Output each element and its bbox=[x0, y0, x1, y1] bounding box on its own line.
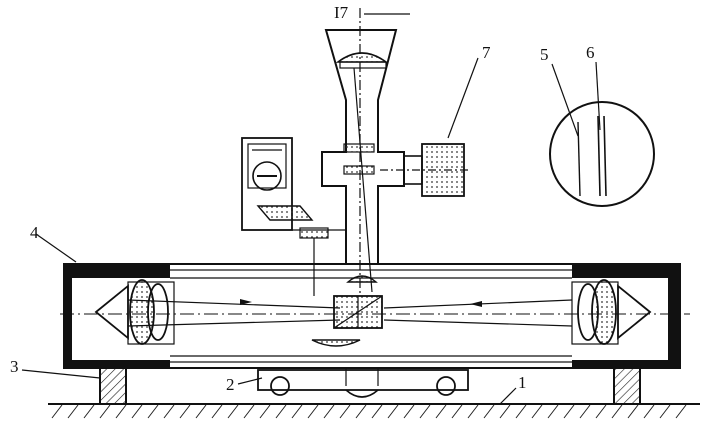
ground-base bbox=[48, 403, 700, 419]
label-top: I7 bbox=[334, 3, 349, 22]
label-foot: 3 bbox=[10, 357, 19, 376]
carriage bbox=[257, 369, 469, 398]
beamsplitter-cube bbox=[333, 295, 383, 329]
eyepiece bbox=[380, 143, 470, 197]
right-objective-lens bbox=[571, 279, 652, 345]
field-of-view bbox=[549, 61, 655, 207]
left-support-foot bbox=[99, 367, 127, 405]
vertical-column bbox=[321, 8, 405, 386]
label-base: 1 bbox=[518, 373, 527, 392]
right-support-foot bbox=[613, 367, 641, 405]
label-eyepiece: 7 bbox=[482, 43, 491, 62]
lower-lens bbox=[311, 339, 361, 347]
leader-lines bbox=[21, 13, 517, 405]
reading-microscope bbox=[241, 137, 346, 296]
label-line-5: 5 bbox=[540, 45, 549, 64]
label-line-6: 6 bbox=[586, 43, 595, 62]
left-objective-lens bbox=[94, 279, 175, 345]
horizontal-tube bbox=[63, 263, 681, 369]
label-carriage: 2 bbox=[226, 375, 235, 394]
label-tube: 4 bbox=[30, 223, 39, 242]
